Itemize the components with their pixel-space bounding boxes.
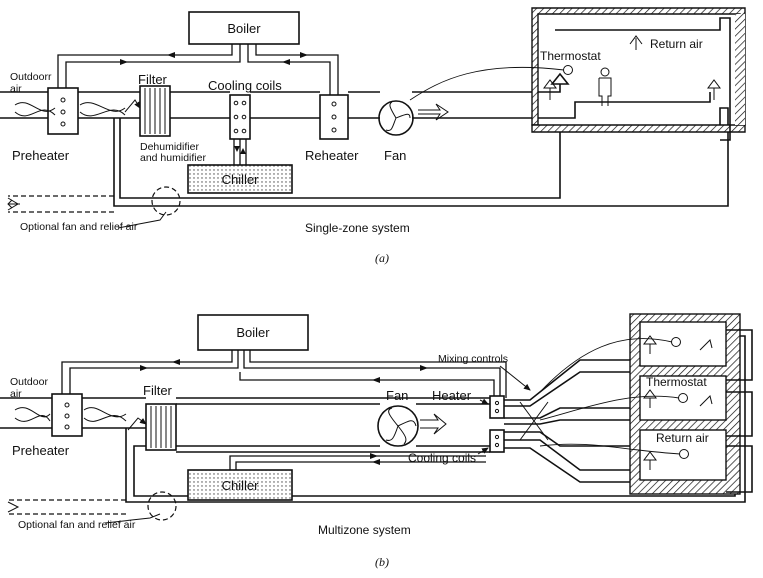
cooling-coils-b-label: Cooling coils [408, 451, 476, 465]
filter-b-label: Filter [143, 383, 173, 398]
outdoor-air-b-label-1: Outdoor [10, 376, 48, 388]
system-a-title: Single-zone system [305, 221, 410, 235]
caption-b: (b) [375, 555, 389, 569]
boiler-b-label: Boiler [236, 325, 270, 340]
filter-a-label: Filter [138, 72, 168, 87]
cooling-coils-b [489, 429, 505, 453]
outdoor-air-a-label-2: air [10, 83, 22, 95]
chiller-b [187, 469, 293, 501]
preheater-b [51, 393, 83, 437]
fan-b-icon [377, 405, 419, 447]
humidifier-a-label: and humidifier [140, 152, 206, 164]
fan-b-label: Fan [386, 388, 408, 403]
chiller-b-label: Chiller [222, 478, 260, 493]
boiler-b-pipes [61, 350, 507, 398]
preheater-a-label: Preheater [12, 148, 70, 163]
heater-b [489, 395, 505, 419]
zone-ducts [504, 359, 630, 483]
airflow-arrow-icon [418, 103, 449, 121]
boiler-b [197, 314, 309, 351]
optional-fan-b-label: Optional fan and relief air [18, 519, 136, 531]
multizone-diagram: Boiler Outdoor air Prehe [0, 313, 753, 569]
thermostat-a-label: Thermostat [540, 49, 601, 63]
chiller-a [187, 164, 293, 194]
preheater-b-label: Preheater [12, 443, 70, 458]
dehumidifier-a-label: Dehumidifier [140, 141, 199, 153]
single-zone-diagram: Boiler Outdoorr air Prehea [0, 7, 746, 265]
return-air-arrow-icon [629, 35, 643, 50]
boiler-a-label: Boiler [227, 21, 261, 36]
boiler-a-pipes [57, 44, 339, 95]
thermostat-icon [563, 65, 573, 75]
boiler-a [188, 11, 300, 45]
fan-icon [378, 100, 414, 136]
preheater-a [47, 87, 79, 135]
fan-a-label: Fan [384, 148, 406, 163]
thermostat-b-label: Thermostat [646, 375, 707, 389]
outdoor-air-b-label-2: air [10, 388, 22, 400]
return-air-b-label: Return air [656, 431, 709, 445]
cooling-coils-a [229, 94, 251, 140]
chiller-a-label: Chiller [222, 172, 260, 187]
mixing-controls-label: Mixing controls [438, 353, 508, 365]
caption-a: (a) [375, 251, 389, 265]
person-icon [598, 67, 612, 106]
main-duct-a [0, 72, 729, 207]
return-air-a-label: Return air [650, 37, 703, 51]
heater-b-label: Heater [432, 388, 472, 403]
reheater-a-label: Reheater [305, 148, 359, 163]
outdoor-air-a-label-1: Outdoorr [10, 71, 52, 83]
cooling-coils-a-label: Cooling coils [208, 78, 282, 93]
room-a-walls [531, 7, 746, 126]
zone-rooms [629, 313, 753, 495]
optional-fan-a-label: Optional fan and relief air [20, 221, 138, 233]
system-b-title: Multizone system [318, 523, 411, 537]
